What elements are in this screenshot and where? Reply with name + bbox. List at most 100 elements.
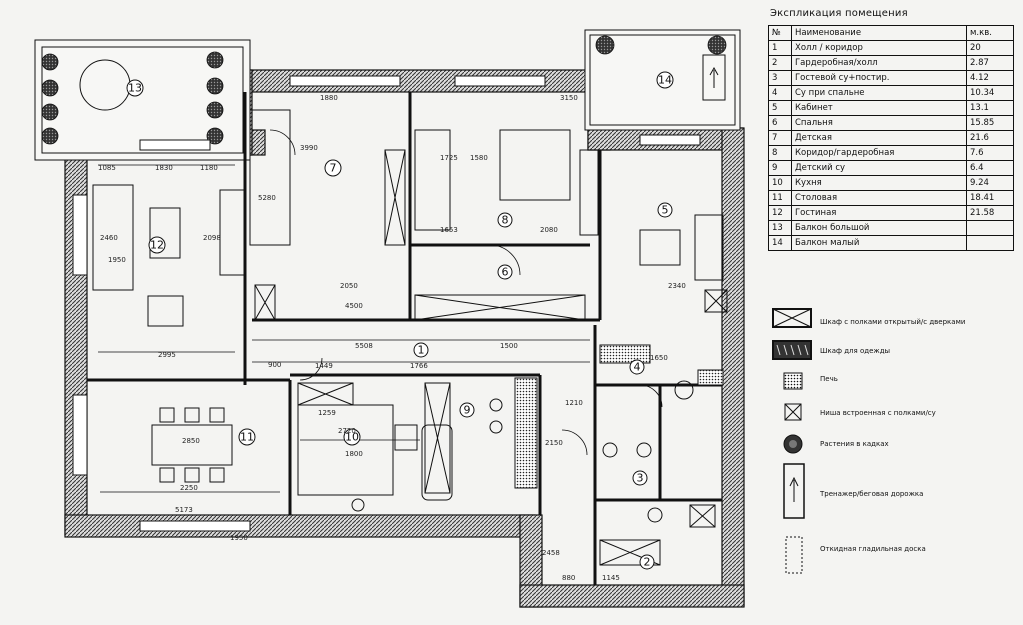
dimension: 1725: [440, 154, 458, 162]
table-cell-area: 4.12: [966, 70, 1014, 86]
cabinet-shelves-icon: [772, 308, 812, 332]
bed: [499, 129, 571, 201]
table-cell-area: [966, 220, 1014, 236]
dimension: 3150: [560, 94, 578, 102]
desk-study: [639, 229, 681, 266]
dimension: 2150: [545, 439, 563, 447]
dimension: 2250: [180, 484, 198, 492]
room-labels: 1 2 3 4 5 6 7 8 9 10 11 12 13 14: [126, 71, 674, 570]
table-cell-no: 10: [768, 175, 792, 191]
table-cell-no: 11: [768, 190, 792, 206]
dimension: 2080: [540, 226, 558, 234]
desk-kids: [414, 129, 451, 231]
dimension: 1653: [440, 226, 458, 234]
table-cell-no: 9: [768, 160, 792, 176]
table-header-row: № Наименование м.кв.: [768, 25, 1014, 41]
ironing-board-icon: [772, 535, 812, 579]
room-number-5: 5: [662, 204, 669, 217]
header-area: м.кв.: [966, 25, 1014, 41]
table-cell-name: Балкон малый: [791, 235, 967, 251]
dimension: 5280: [258, 194, 276, 202]
table-cell-name: Столовая: [791, 190, 967, 206]
dimension: 1766: [410, 362, 428, 370]
table-cell-no: 4: [768, 85, 792, 101]
dimension: 1650: [650, 354, 668, 362]
dimension: 1800: [345, 450, 363, 458]
dining-table: [151, 424, 233, 466]
table-cell-no: 2: [768, 55, 792, 71]
dimension: 2098: [203, 234, 221, 242]
dimension: 3990: [300, 144, 318, 152]
table-cell-name: Гардеробная/холл: [791, 55, 967, 71]
dimension: 5173: [175, 506, 193, 514]
table-cell-area: 13.1: [966, 100, 1014, 116]
room-number-3: 3: [637, 472, 644, 485]
dimension: 1259: [318, 409, 336, 417]
floor-plan: 1 2 3 4 5 6 7 8 9 10 11 12 13 14 10 8 5 18…: [34, 29, 745, 608]
treadmill: [702, 54, 726, 101]
legend-item: Шкаф для одежды: [772, 340, 1022, 380]
legend-item: Ниша встроенная с полками/су: [772, 402, 1022, 442]
table-cell-name: Кабинет: [791, 100, 967, 116]
table-cell-area: 21.58: [966, 205, 1014, 221]
legend-label: Шкаф для одежды: [820, 347, 891, 355]
table-cell-no: 13: [768, 220, 792, 236]
treadmill-icon: [772, 462, 812, 526]
table-cell-area: 7.6: [966, 145, 1014, 161]
legend-item: Печь: [772, 371, 1022, 411]
dimension: 2720: [338, 427, 356, 435]
room-number-14: 14: [658, 74, 672, 87]
table-cell-area: 21.6: [966, 130, 1014, 146]
dimension: 900: [268, 361, 281, 369]
room-number-10: 10: [345, 431, 359, 444]
legend-item: Откидная гладильная доска: [772, 535, 1022, 575]
table-cell-name: Гостиная: [791, 205, 967, 221]
table-cell-name: Холл / коридор: [791, 40, 967, 56]
table-cell-name: Гостевой су+постир.: [791, 70, 967, 86]
dimension: 2995: [158, 351, 176, 359]
dimension: 2850: [182, 437, 200, 445]
legend-item: Шкаф с полками открытый/с дверками: [772, 308, 1022, 348]
kitchen-counter: [297, 404, 394, 496]
table-cell-no: 7: [768, 130, 792, 146]
table-cell-area: 2.87: [966, 55, 1014, 71]
dimension: 1830: [155, 164, 173, 172]
dimension: 2050: [340, 282, 358, 290]
table-cell-no: 6: [768, 115, 792, 131]
legend-item: Растения в кадках: [772, 433, 1022, 473]
room-number-2: 2: [644, 556, 651, 569]
wardrobe-icon: [772, 340, 812, 364]
table-cell-no: 3: [768, 70, 792, 86]
table-cell-area: 9.24: [966, 175, 1014, 191]
dimension-labels: 1085 1830 1180 2098 2460 1950 2995 3990 …: [98, 94, 686, 582]
dimension: 1180: [200, 164, 218, 172]
built-in-cabinets: [249, 109, 728, 566]
table-cell-area: 15.85: [966, 115, 1014, 131]
table-cell-area: 18.41: [966, 190, 1014, 206]
room-number-6: 6: [502, 266, 509, 279]
table-cell-name: Спальня: [791, 115, 967, 131]
dimension: 1210: [565, 399, 583, 407]
table-cell-area: 10.34: [966, 85, 1014, 101]
room-number-8: 8: [502, 214, 509, 227]
table-cell-name: Балкон большой: [791, 220, 967, 236]
legend-item: Тренажер/беговая дорожка: [772, 462, 1022, 519]
table-cell-name: Су при спальне: [791, 85, 967, 101]
bathtub: [421, 424, 453, 501]
explication-panel: Экспликация помещения № Наименование м.к…: [768, 8, 1018, 251]
windows: [72, 75, 701, 532]
legend-label: Откидная гладильная доска: [820, 545, 926, 553]
header-name: Наименование: [791, 25, 967, 41]
dimension: 1880: [320, 94, 338, 102]
room-number-4: 4: [634, 361, 641, 374]
